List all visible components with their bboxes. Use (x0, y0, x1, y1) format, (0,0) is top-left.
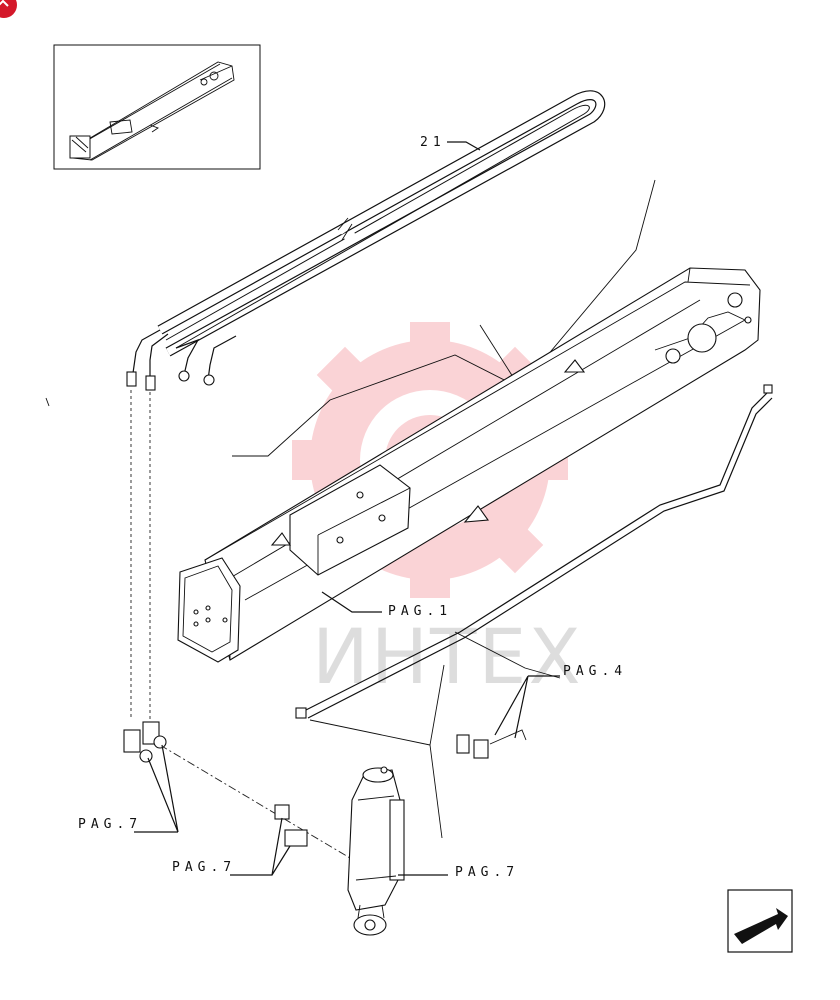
telescopic-boom (177, 267, 761, 663)
leader-pag4-b (494, 675, 560, 739)
adapter-fittings (274, 804, 308, 847)
corner-badge-icon (0, 0, 17, 18)
navigation-arrow-icon[interactable] (727, 889, 793, 953)
pipe-end-fittings (456, 729, 527, 759)
leader-cyl-to-pipe (309, 664, 445, 839)
callout-pag7-mid: PAG.7 (172, 860, 236, 875)
callout-pag1: PAG.1 (388, 604, 452, 619)
callout-pag7-left: PAG.7 (78, 817, 142, 832)
hydraulic-cylinder (347, 766, 405, 936)
leader-pag4 (454, 631, 561, 679)
thumbnail-inset (53, 44, 261, 170)
watermark-text: ИНТЕХ (312, 612, 583, 701)
callout-pag7-cyl: PAG.7 (455, 865, 519, 880)
callout-pag4: PAG.4 (563, 664, 627, 679)
hydraulic-pipe (295, 384, 773, 719)
leader-pag1 (321, 591, 382, 613)
callout-21: 21 (420, 135, 446, 150)
centerline-adapters (159, 744, 351, 859)
swivel-fittings (123, 721, 167, 763)
hydraulic-hose-pair (126, 90, 606, 391)
leader-pag7-mid (230, 817, 291, 876)
boom-leader-a (232, 179, 656, 457)
stray-mark (45, 397, 50, 407)
leader-pag7-left (134, 744, 179, 833)
leader-21 (447, 141, 481, 151)
